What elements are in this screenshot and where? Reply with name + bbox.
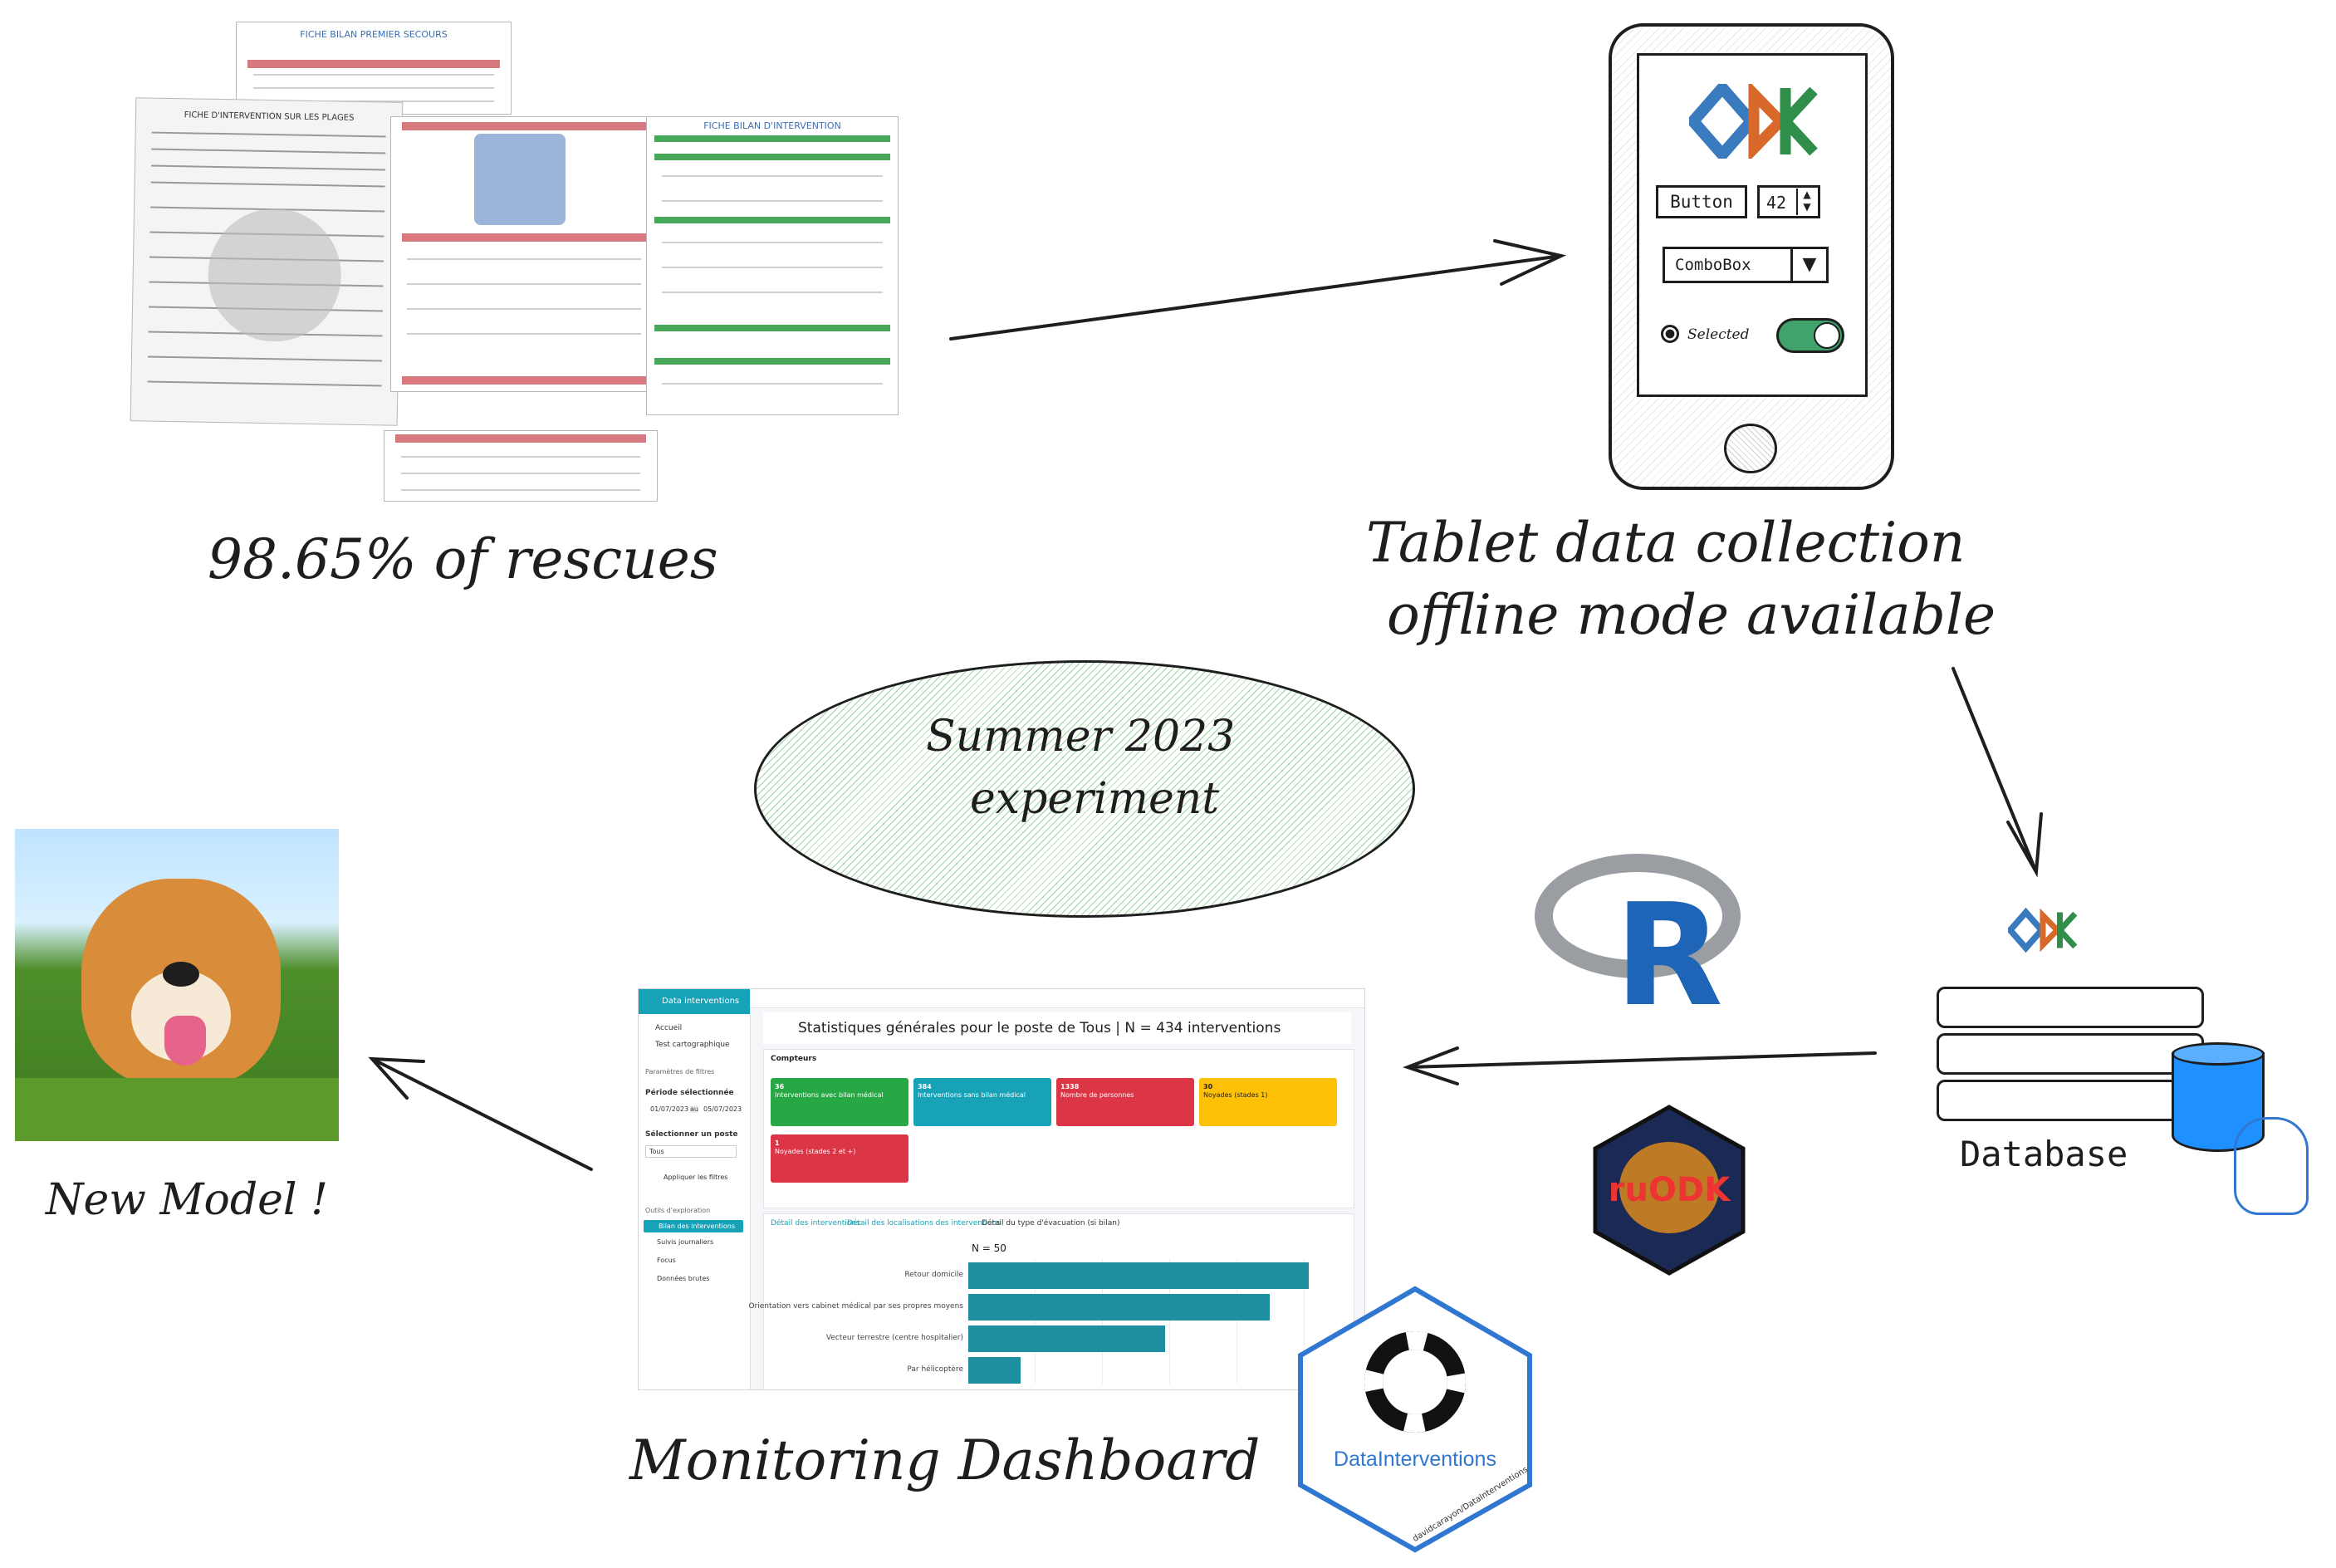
paper-form-4 [384,430,658,502]
filters-title: Paramètres de filtres [645,1068,715,1076]
combobox-chevron-down-icon[interactable]: ▼ [1790,249,1826,281]
tablet-label-line1: Tablet data collection [1366,511,1966,575]
dashboard-label: Monitoring Dashboard [629,1428,1261,1492]
nav-daily[interactable]: Suivis journaliers [657,1238,714,1246]
post-select[interactable]: Tous [645,1145,737,1158]
rescues-label: 98.65% of rescues [208,527,718,591]
bar-label: Orientation vers cabinet médical par ses… [748,1302,963,1311]
card-label: Noyades (stades 2 et +) [775,1148,856,1156]
hex-label: DataInterventions [1334,1448,1496,1471]
db-odk-logo-icon [2005,901,2078,959]
card-label: Interventions avec bilan médical [775,1091,884,1100]
body-diagram-icon [474,134,566,225]
bar-mark [968,1262,1309,1289]
dashboard-screenshot: Data interventions Accueil Test cartogra… [638,988,1365,1390]
counters-title: Compteurs [771,1055,817,1063]
bar-label: Vecteur terrestre (centre hospitalier) [825,1334,963,1342]
arrow-tablet-to-db-icon [1952,667,2043,878]
experiment-label-line2: experiment [970,774,1220,824]
paper-form-3: FICHE BILAN D'INTERVENTION [646,116,899,415]
tablet-combobox[interactable]: ComboBox ▼ [1663,247,1829,283]
period-label: Période sélectionnée [645,1089,734,1097]
radio-label: Selected [1687,326,1750,343]
tablet-toggle[interactable] [1776,318,1844,353]
radio-selected-icon [1661,325,1679,343]
dashboard-sidebar: Data interventions Accueil Test cartogra… [639,989,751,1389]
date-sep: au [690,1105,698,1113]
nav-bilan[interactable]: Bilan des interventions [644,1220,743,1232]
card-value: 30 [1203,1083,1213,1090]
tablet-spinner[interactable]: 42 ▲▼ [1757,185,1820,218]
ruodk-hex-icon: ruODK [1593,1105,1746,1276]
nav-map-test[interactable]: Test cartographique [655,1041,730,1049]
paper-form-body-chart [390,116,658,392]
spinner-value: 42 [1766,193,1787,213]
apply-filters-button[interactable]: Appliquer les filtres [664,1174,728,1181]
card-label: Interventions sans bilan médical [918,1091,1026,1100]
tablet-radio[interactable] [1661,321,1686,346]
chart-panel: Détail des interventions Détail des loca… [748,1213,1354,1389]
tab-interventions[interactable]: Détail des interventions [771,1219,860,1227]
card-value: 1 [775,1139,780,1147]
database-icon [2172,1042,2265,1159]
arrow-dashboard-to-model-icon [368,1056,593,1171]
form3-title: FICHE BILAN D'INTERVENTION [703,120,841,131]
toggle-knob-icon [1814,322,1840,349]
experiment-ellipse [754,660,1415,918]
dashboard-brand[interactable]: Data interventions [639,989,750,1014]
post-label: Sélectionner un poste [645,1130,738,1139]
spinner-arrows-icon[interactable]: ▲▼ [1796,189,1816,215]
tab-locations[interactable]: Détail des localisations des interventio… [847,1219,1001,1227]
dog-photo-icon [15,829,339,1141]
card-label: Nombre de personnes [1060,1091,1134,1100]
r-logo-icon: R [1535,854,1741,1027]
arrow-forms-to-tablet-icon [949,239,1567,341]
date-from-input[interactable]: 01/07/2023 [650,1105,689,1113]
card-value: 36 [775,1083,785,1090]
database-label: Database [1960,1134,2128,1174]
chart-n-label: N = 50 [972,1242,1006,1254]
nav-home[interactable]: Accueil [655,1024,683,1032]
card-value: 1338 [1060,1083,1080,1090]
chart-plot [968,1259,1309,1384]
bar-label: Par hélicoptère [907,1365,963,1374]
card-label: Noyades (stades 1) [1203,1091,1268,1100]
tools-title: Outils d'exploration [645,1207,711,1214]
new-model-label: New Model ! [46,1175,328,1225]
tab-evacuation[interactable]: Détail du type d'évacuation (si bilan) [982,1219,1120,1227]
tablet-screen: Button 42 ▲▼ ComboBox ▼ Selected [1637,53,1868,397]
nav-raw-data[interactable]: Données brutes [657,1275,710,1282]
bar-label: Retour domicile [904,1271,963,1279]
tablet-button[interactable]: Button [1656,185,1747,218]
odk-logo-icon [1685,79,1819,164]
date-to-input[interactable]: 05/07/2023 [703,1105,742,1113]
card-value: 384 [918,1083,932,1090]
nav-focus[interactable]: Focus [657,1257,676,1264]
experiment-label-line1: Summer 2023 [926,712,1236,762]
form1-title: FICHE BILAN PREMIER SECOURS [300,29,448,40]
tablet-label-line2: offline mode available [1387,583,1996,647]
arrow-db-to-dashboard-icon [1403,1046,1877,1085]
datainterventions-hex-icon: DataInterventions davidcarayon/DataInter… [1297,1286,1533,1553]
tablet-device: Button 42 ▲▼ ComboBox ▼ Selected [1609,23,1894,490]
dashboard-header: Statistiques générales pour le poste de … [763,1012,1351,1044]
home-button-icon[interactable] [1724,424,1777,473]
combobox-label: ComboBox [1675,256,1751,274]
ruodk-text: ruODK [1608,1171,1731,1209]
bar-mark [968,1294,1270,1321]
server-stack-icon [1937,987,2204,1124]
elephant-icon [2234,1117,2309,1215]
bar-mark [968,1357,1021,1384]
dashboard-topbar [750,989,1364,1008]
bar-mark [968,1325,1165,1352]
